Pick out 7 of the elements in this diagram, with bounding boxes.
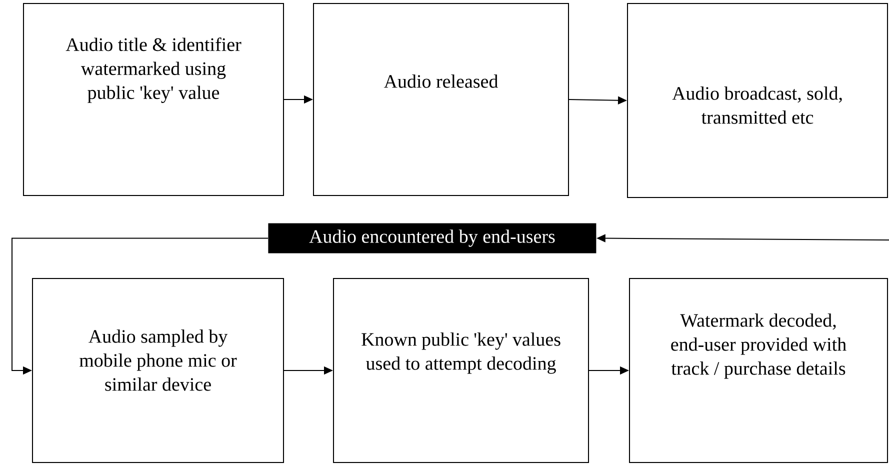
process-box: Audio broadcast, sold, transmitted etc — [627, 3, 888, 198]
process-box: Known public 'key' values used to attempt decoding — [333, 278, 589, 463]
edge-label: Audio encountered by end-users — [268, 223, 596, 254]
process-box: Audio sampled by mobile phone mic or similar device — [32, 278, 284, 463]
process-box: Audio title & identifier watermarked using public 'key' value — [23, 3, 284, 196]
process-box: Audio released — [313, 3, 569, 196]
process-box: Watermark decoded, end-user provided with track / purchase details — [629, 278, 888, 463]
